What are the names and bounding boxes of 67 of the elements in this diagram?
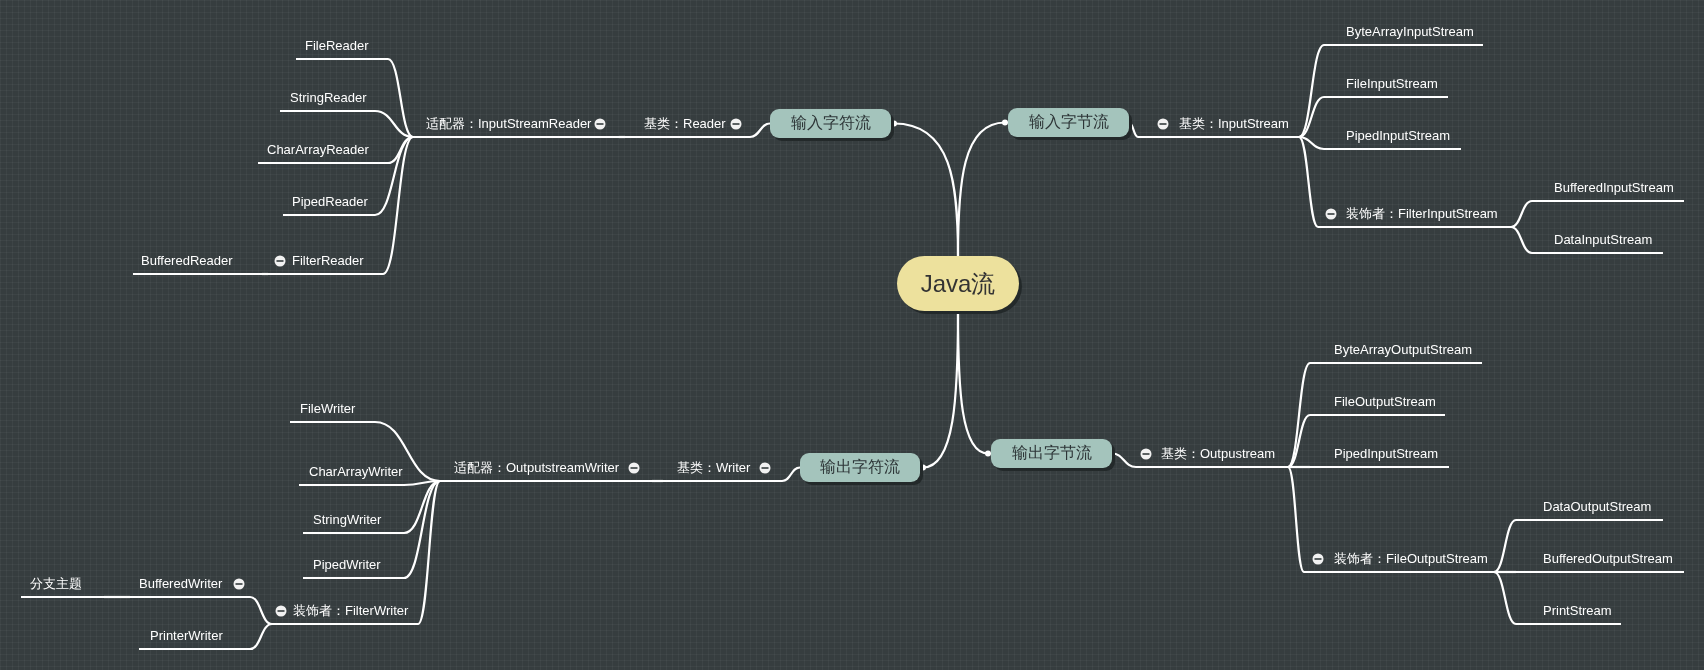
topic-text: FileOutputStream xyxy=(1334,393,1436,411)
connector xyxy=(1298,135,1325,151)
topic-box: 输入字节流 xyxy=(1008,108,1129,137)
connector xyxy=(262,272,268,276)
connector xyxy=(749,122,771,139)
topic-text: 分支主题 xyxy=(30,575,82,593)
topic-text: PipedWriter xyxy=(313,556,381,574)
topic-text: BufferedInputStream xyxy=(1554,179,1674,197)
topic-text: FileInputStream xyxy=(1346,75,1438,93)
topic-text: FileWriter xyxy=(300,400,356,418)
topic-text: ByteArrayOutputStream xyxy=(1334,341,1472,359)
connector xyxy=(652,479,663,483)
topic-text: PrintStream xyxy=(1543,602,1612,620)
central-topic: Java流 xyxy=(897,256,1019,311)
topic-text: 适配器：InputStreamReader xyxy=(426,115,592,133)
connector xyxy=(956,119,1008,256)
topic-text: BufferedReader xyxy=(141,252,233,270)
topic-text: PrinterWriter xyxy=(150,627,223,645)
topic-text: 适配器：OutputstreamWriter xyxy=(454,459,620,477)
connector xyxy=(1510,199,1533,229)
topic-text: PipedReader xyxy=(292,193,368,211)
connector xyxy=(781,466,801,483)
topic-text: 装饰者：FilterInputStream xyxy=(1346,205,1498,223)
topic-text: 基类：InputStream xyxy=(1179,115,1289,133)
connector xyxy=(382,136,414,275)
connector xyxy=(403,480,441,579)
topic-text: BufferedOutputStream xyxy=(1543,550,1673,568)
topic-text: PipedInputStream xyxy=(1334,445,1439,463)
topic-box: 输出字节流 xyxy=(991,439,1112,468)
connector xyxy=(404,479,440,487)
topic-text: PipedInputStream xyxy=(1346,127,1451,145)
topic-text: FilterReader xyxy=(292,252,364,270)
connector xyxy=(417,480,441,625)
connector xyxy=(1287,414,1311,468)
topic-text: BufferedWriter xyxy=(139,575,223,593)
connector xyxy=(1298,136,1319,228)
connector xyxy=(1288,465,1310,469)
connector xyxy=(1493,519,1517,573)
topic-text: DataOutputStream xyxy=(1543,498,1652,516)
topic-text: 装饰者：FilterWriter xyxy=(293,602,409,620)
connector xyxy=(956,311,991,457)
connector xyxy=(1287,466,1305,573)
connector xyxy=(1493,571,1517,625)
topic-text: 装饰者：FileOutputStream xyxy=(1334,550,1488,568)
connector xyxy=(619,135,625,139)
connector xyxy=(374,135,414,217)
connector xyxy=(403,479,441,535)
connector xyxy=(1298,95,1325,139)
connector xyxy=(1510,225,1533,255)
topic-text: FileReader xyxy=(305,37,369,55)
connector xyxy=(249,622,273,651)
topic-box: 输入字符流 xyxy=(770,109,891,138)
topic-box: 输出字符流 xyxy=(800,453,920,482)
connector xyxy=(104,595,130,599)
topic-text: 基类：Writer xyxy=(677,459,751,477)
connector xyxy=(249,595,273,626)
topic-text: CharArrayWriter xyxy=(309,463,403,481)
connector xyxy=(1298,44,1325,138)
topic-text: ByteArrayInputStream xyxy=(1346,23,1474,41)
topic-text: StringReader xyxy=(290,89,367,107)
topic-text: DataInputStream xyxy=(1554,231,1653,249)
topic-text: CharArrayReader xyxy=(267,141,369,159)
topic-text: 基类：Reader xyxy=(644,115,726,133)
connector xyxy=(387,58,414,138)
topic-text: 基类：Outpustream xyxy=(1161,445,1276,463)
topic-text: StringWriter xyxy=(313,511,382,529)
connector xyxy=(1494,570,1516,574)
